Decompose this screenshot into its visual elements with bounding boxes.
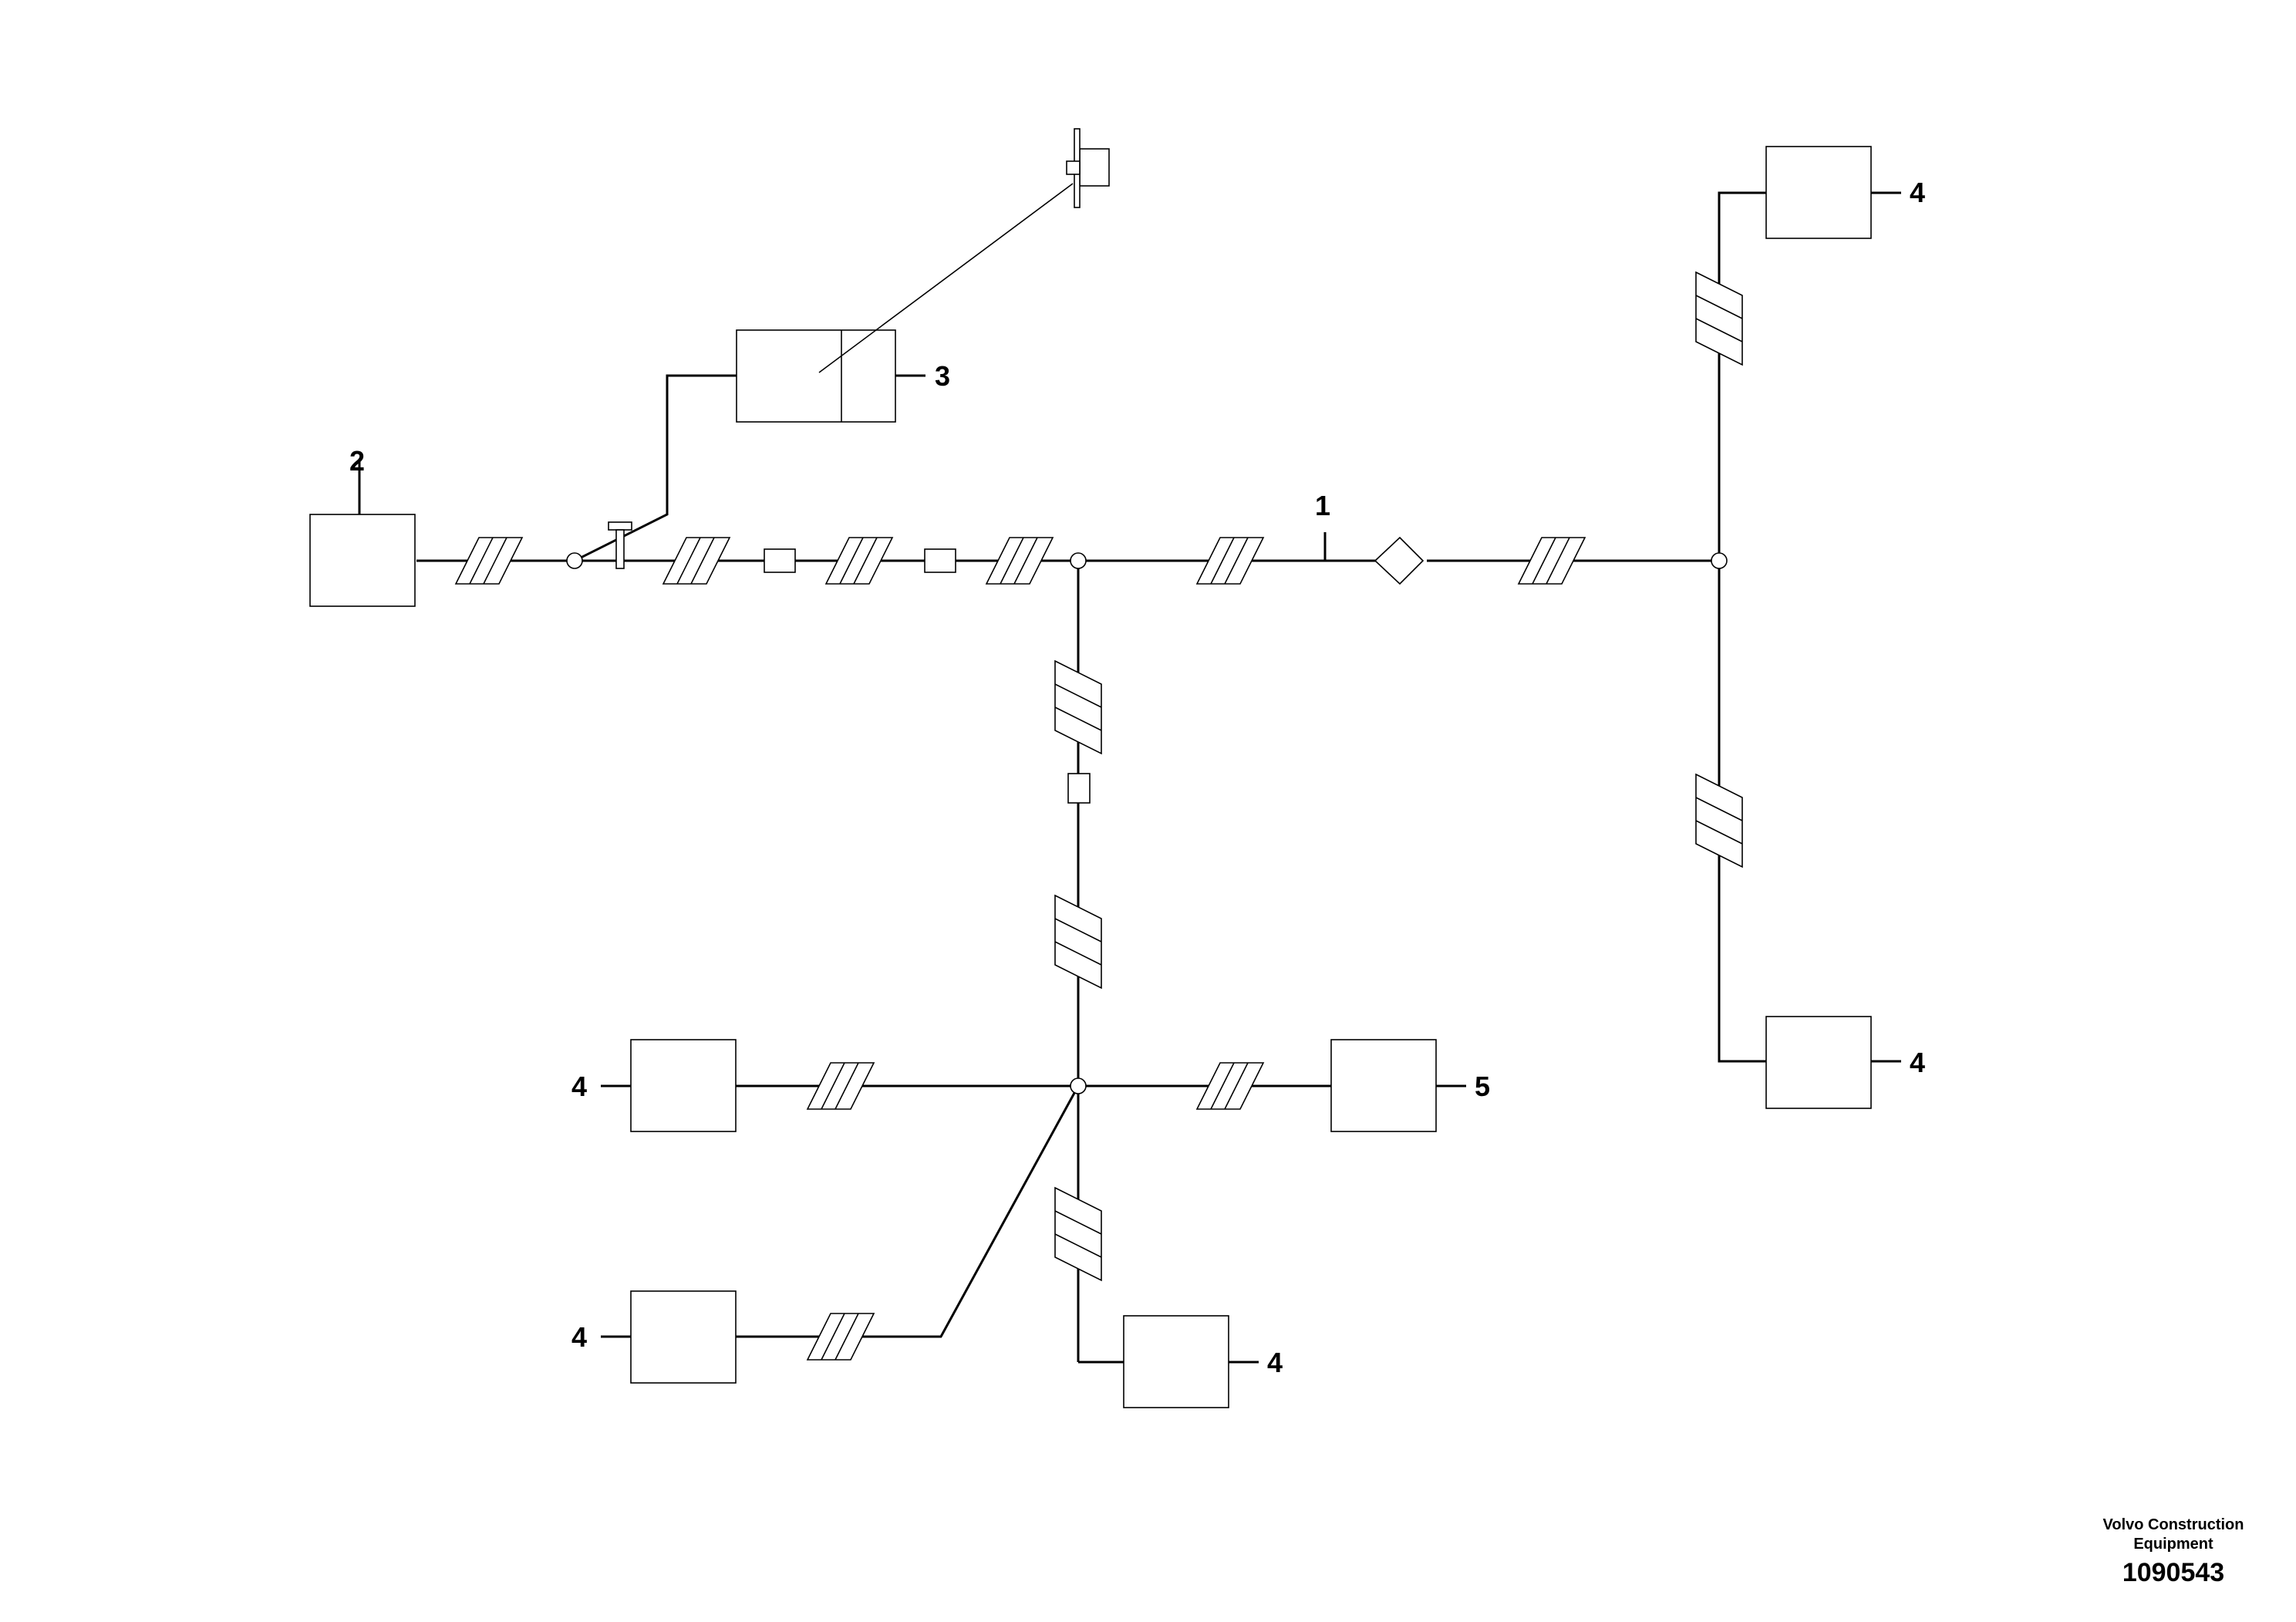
junction-node [1070,1077,1087,1094]
inline-connector [764,548,796,573]
cable-segment [1517,537,1586,585]
cable-segment [1195,1062,1265,1110]
callout-4: 4 [1267,1347,1283,1378]
cable-segments-vertical [1054,271,1743,1282]
component-4-bottom-center [1123,1315,1259,1408]
callout-2: 2 [349,445,365,477]
junction-node [1711,552,1728,569]
cable-segment [1195,537,1265,585]
branch-to-component-3 [574,183,1074,562]
cable-segment [824,537,894,585]
callouts: 1 2 3 4 4 4 4 4 5 [349,177,1925,1378]
drawing-number: 1090543 [2122,1558,2224,1587]
callout-4: 4 [571,1071,587,1102]
component-5-box [1330,1039,1466,1132]
cable-segment [1695,773,1743,868]
callout-1: 1 [1315,490,1330,521]
cable-segment [1054,659,1102,755]
component-4-left-upper [601,1039,737,1132]
junctions [566,552,1728,1094]
company-name-line2: Equipment [2133,1536,2213,1553]
cable-segment [1695,271,1743,366]
callout-3: 3 [935,360,950,392]
callout-4: 4 [1910,177,1925,208]
component-4-bottom-right [1765,1016,1901,1109]
tap-connector-icon [608,521,632,569]
inline-connector [1067,773,1091,804]
callout-4: 4 [571,1321,587,1353]
callout-5: 5 [1475,1071,1490,1102]
title-block: Volvo Construction Equipment 1090543 [2103,1516,2244,1587]
right-vertical-branch [1718,191,1766,1063]
inline-connector [924,548,956,573]
junction-node [566,552,583,569]
company-name-line1: Volvo Construction [2103,1516,2244,1533]
diamond-component-icon [1374,536,1424,585]
sensor-icon [1066,128,1110,208]
cable-segment [806,1313,875,1361]
cable-segment [806,1062,875,1110]
cable-segment [1054,1186,1102,1282]
component-2-box [309,461,416,607]
lower-branch [734,1084,1331,1338]
component-4-top-right [1765,146,1901,239]
cable-segment [454,537,524,585]
cable-segment [662,537,731,585]
cable-segment [985,537,1054,585]
cable-segment [1054,894,1102,990]
inline-connectors [764,548,1091,804]
component-4-left-lower [601,1290,737,1384]
callout-4: 4 [1910,1047,1925,1078]
junction-node [1070,552,1087,569]
main-trunk [416,532,1719,562]
cable-segments-horizontal [454,537,1586,1361]
